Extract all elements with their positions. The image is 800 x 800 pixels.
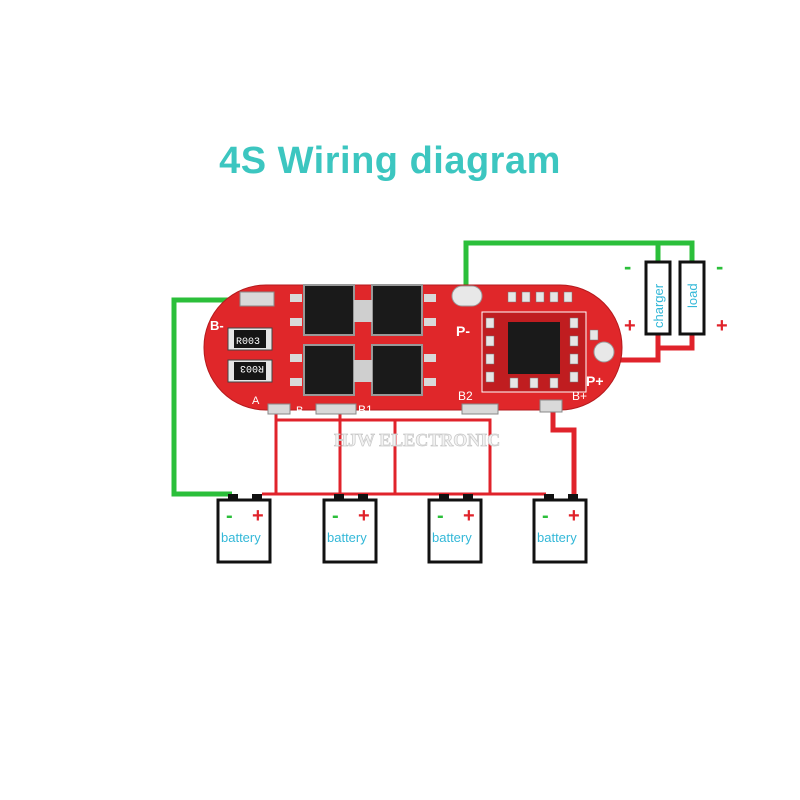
mosfet-3 xyxy=(303,344,355,396)
battery-label: battery xyxy=(432,530,472,545)
resistor-2-marking: R003 xyxy=(240,362,264,373)
green-wire-b-minus xyxy=(171,297,234,497)
battery-1: - + battery xyxy=(216,494,272,564)
charger-minus: - xyxy=(624,254,631,279)
battery-body xyxy=(322,498,378,564)
pad-b xyxy=(267,403,291,415)
battery-plus-sign: + xyxy=(568,505,580,527)
battery-label: battery xyxy=(537,530,577,545)
battery-plus-terminal xyxy=(568,494,578,501)
battery-minus-terminal xyxy=(334,494,344,501)
battery-plus-terminal xyxy=(358,494,368,501)
mosfet-pin-3 xyxy=(290,354,302,362)
charger-label: charger xyxy=(651,283,666,328)
battery-plus-terminal xyxy=(252,494,262,501)
pad-label-p-minus: P- xyxy=(456,323,470,339)
battery-plus-sign: + xyxy=(463,505,475,527)
mosfet-pin-5 xyxy=(424,294,436,302)
battery-3: - + battery xyxy=(427,494,483,564)
pad-p-minus xyxy=(451,285,483,307)
mosfet-pin-4 xyxy=(290,378,302,386)
battery-body xyxy=(427,498,483,564)
pad-p-plus xyxy=(593,341,615,363)
charger-plus: + xyxy=(624,315,636,337)
red-wire-load-plus xyxy=(658,334,695,351)
load-minus: - xyxy=(716,254,723,279)
mosfet-1 xyxy=(303,284,355,336)
red-wire-b-plus xyxy=(550,410,577,494)
load-plus: + xyxy=(716,315,728,337)
pad-label-b-minus: B- xyxy=(210,318,224,333)
pad-label-b2: B2 xyxy=(458,389,473,403)
mosfet-pin-2 xyxy=(290,318,302,326)
charger: charger - + xyxy=(624,254,672,337)
mosfet-pin-7 xyxy=(424,354,436,362)
battery-minus-sign: - xyxy=(332,505,339,527)
battery-body xyxy=(532,498,588,564)
pad-label-p-plus: P+ xyxy=(586,373,604,389)
pad-label-b1: B1 xyxy=(358,403,373,417)
mosfet-pin-1 xyxy=(290,294,302,302)
protection-ic xyxy=(508,322,560,374)
diagram-title: 4S Wiring diagram xyxy=(219,140,561,182)
mosfet-4 xyxy=(371,344,423,396)
resistor-1-body xyxy=(234,330,266,348)
red-wire-b xyxy=(262,414,278,496)
load-box xyxy=(678,260,706,336)
battery-minus-terminal xyxy=(228,494,238,501)
resistor-2-body xyxy=(234,362,266,380)
smd-components xyxy=(485,291,599,389)
battery-minus-terminal xyxy=(544,494,554,501)
mosfets xyxy=(290,284,436,396)
red-wire-b-top xyxy=(276,418,492,494)
pad-b-plus-solder xyxy=(539,399,563,413)
load: load - + xyxy=(678,254,728,337)
mosfet-tab-2 xyxy=(354,360,372,382)
load-label: load xyxy=(685,283,700,308)
battery-minus-terminal xyxy=(439,494,449,501)
battery-label: battery xyxy=(327,530,367,545)
mosfet-pin-8 xyxy=(424,378,436,386)
pad-label-a: A xyxy=(252,395,260,407)
battery-plus-sign: + xyxy=(252,505,264,527)
battery-2: - + battery xyxy=(322,494,378,564)
mosfet-tab-1 xyxy=(354,300,372,322)
bms-board: B- R003 R003 P- xyxy=(203,284,623,417)
battery-minus-sign: - xyxy=(542,505,549,527)
mosfet-pin-6 xyxy=(424,318,436,326)
pad-label-b: B xyxy=(296,405,303,417)
pad-label-b-plus: B+ xyxy=(572,389,587,403)
green-wire-p-minus xyxy=(463,240,695,292)
battery-body xyxy=(216,498,272,564)
pad-b1 xyxy=(315,403,357,415)
wires xyxy=(171,240,695,497)
resistor-1-marking: R003 xyxy=(236,337,260,348)
watermark: HJW ELECTRONIC xyxy=(334,430,500,450)
battery-plus-sign: + xyxy=(358,505,370,527)
pad-b2 xyxy=(461,403,499,415)
battery-4: - + battery xyxy=(532,494,588,564)
battery-label: battery xyxy=(221,530,261,545)
battery-minus-sign: - xyxy=(226,505,233,527)
battery-plus-terminal xyxy=(463,494,473,501)
charger-box xyxy=(644,260,672,336)
battery-minus-sign: - xyxy=(437,505,444,527)
pad-b-minus xyxy=(239,291,275,307)
mosfet-2 xyxy=(371,284,423,336)
